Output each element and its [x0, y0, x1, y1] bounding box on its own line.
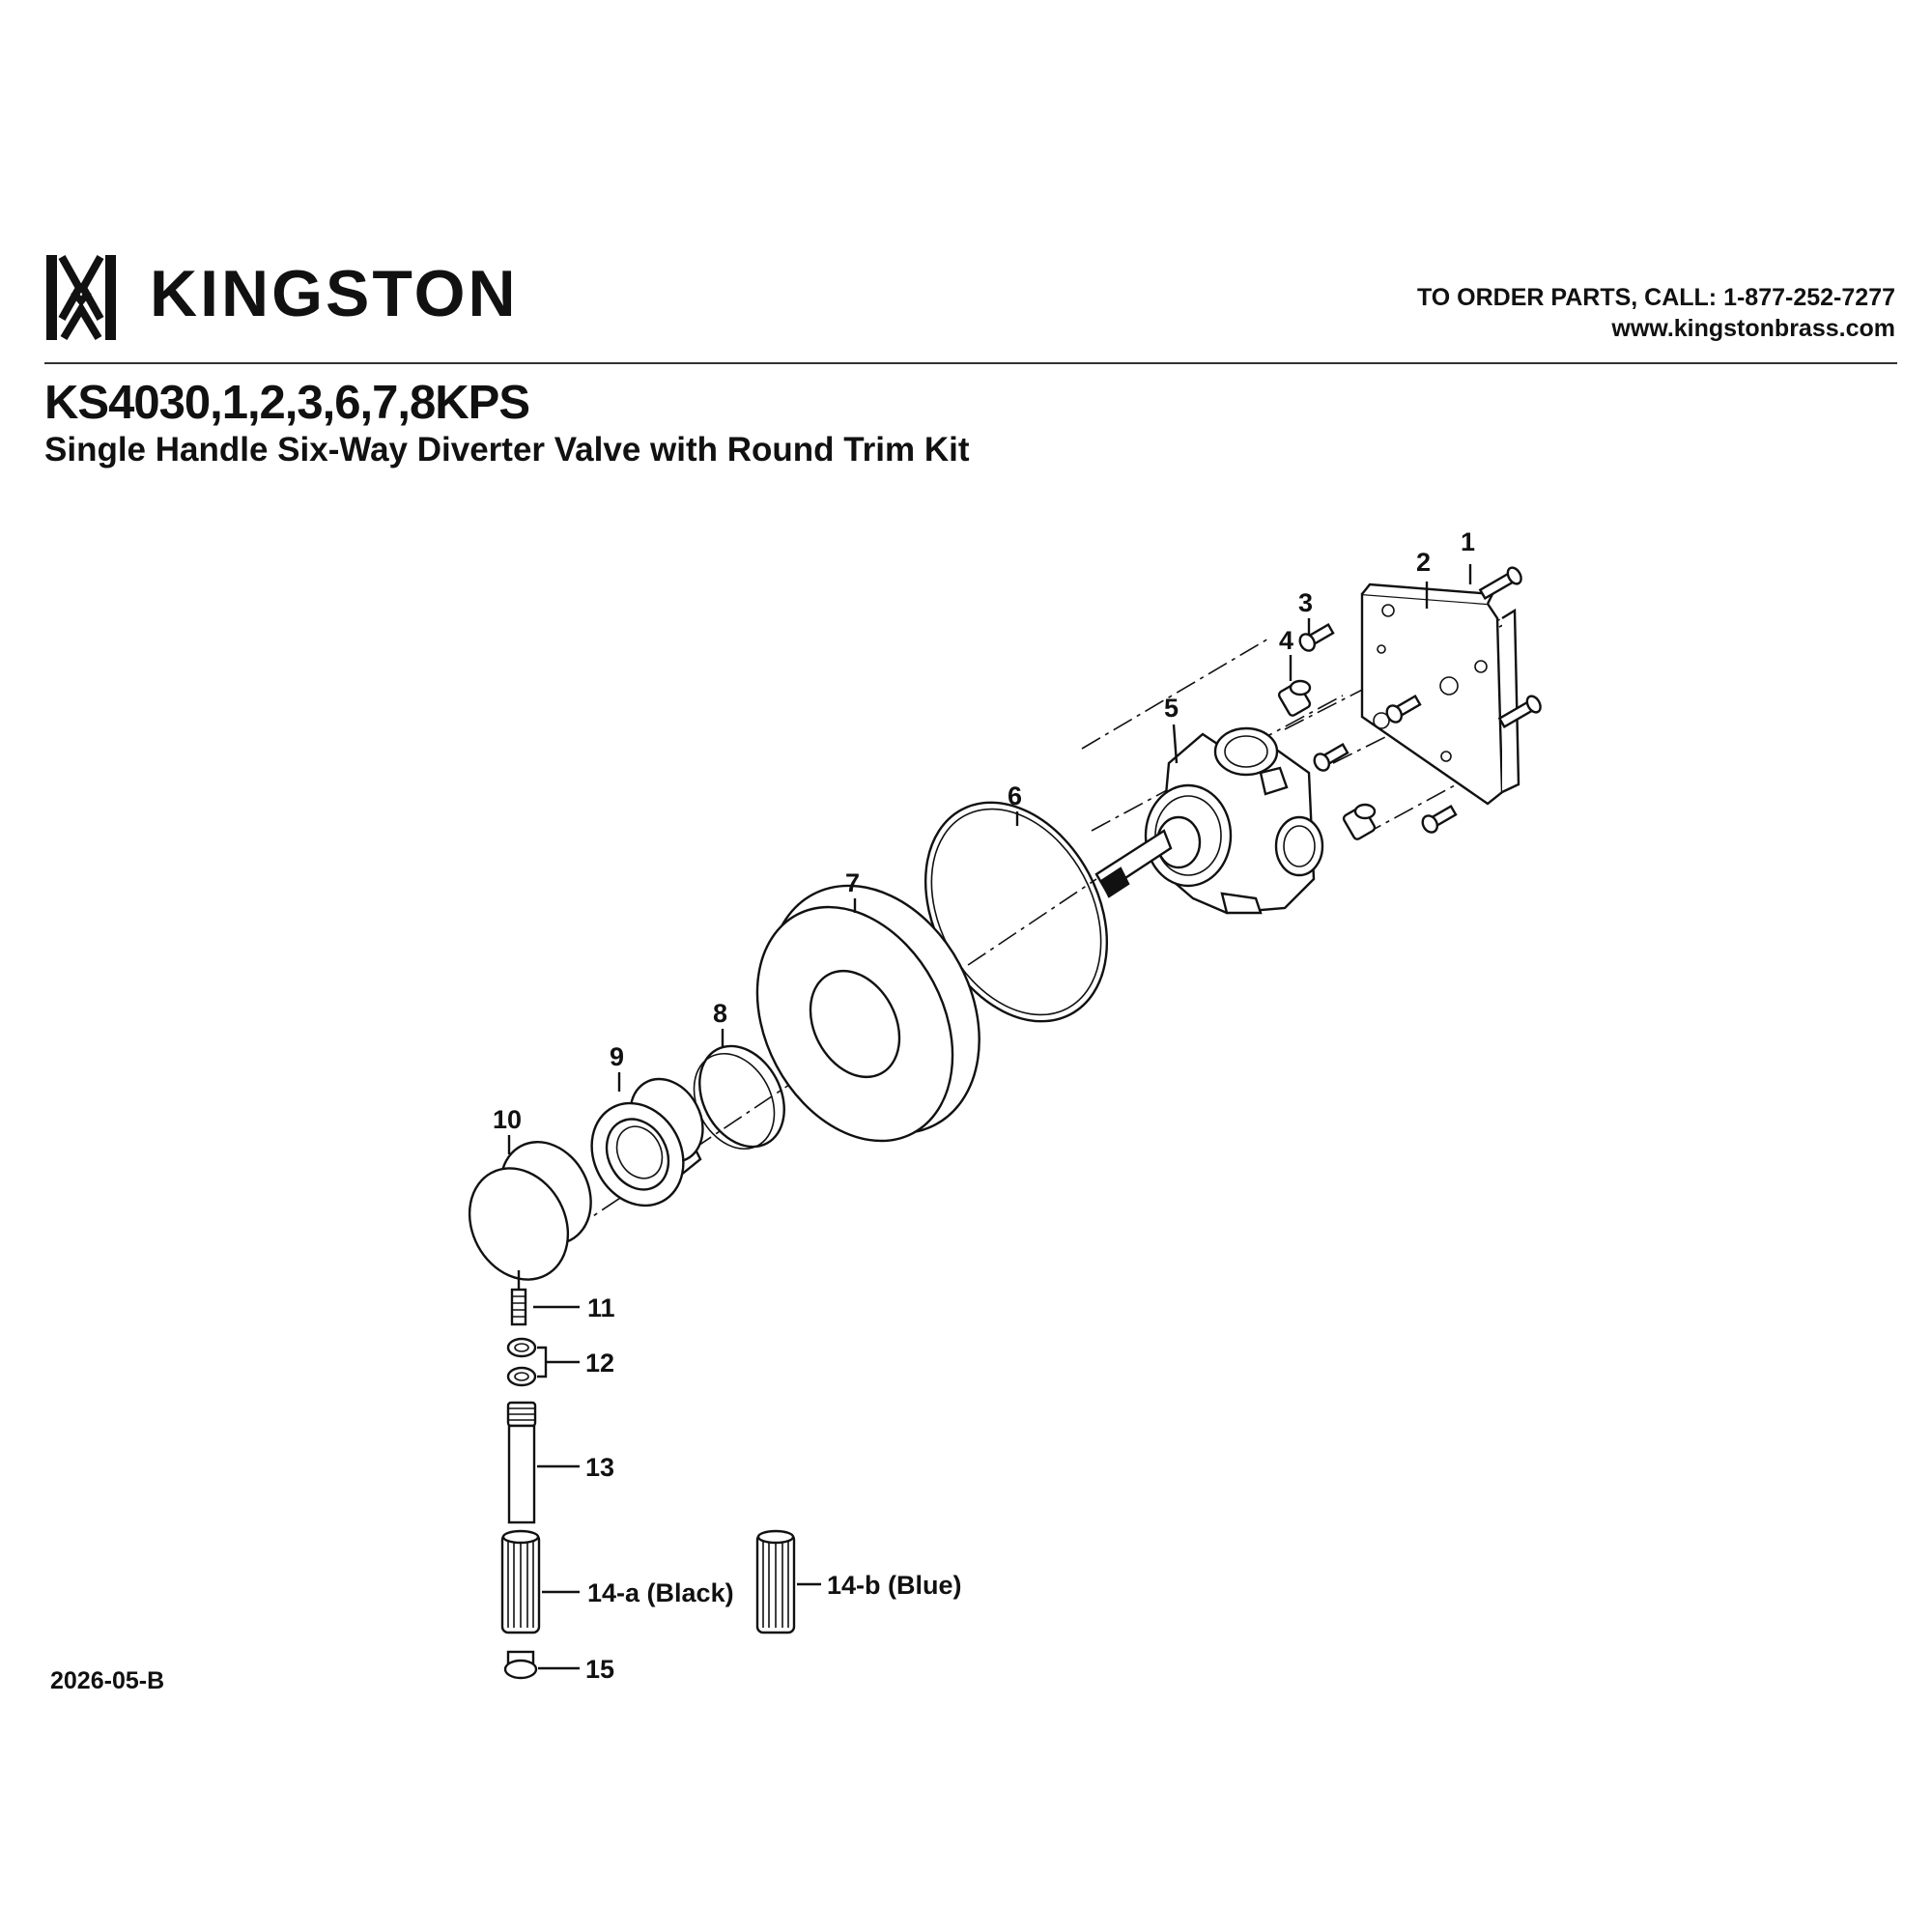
part-label-11: 11 — [587, 1293, 615, 1322]
grip-blue — [755, 1529, 796, 1634]
valve-body — [1094, 726, 1324, 915]
part-label-14a: 14-a (Black) — [587, 1578, 734, 1607]
part-label-2: 2 — [1416, 548, 1431, 577]
escutcheon-plate — [755, 884, 980, 1143]
part-label-3: 3 — [1298, 588, 1313, 617]
document-code: 2026-05-B — [50, 1667, 165, 1694]
kingston-logo-icon — [46, 255, 116, 341]
product-description: Single Handle Six-Way Diverter Valve wit… — [44, 431, 970, 469]
order-phone-line: TO ORDER PARTS, CALL: 1-877-252-7277 — [1416, 284, 1895, 311]
part-label-13: 13 — [585, 1453, 614, 1482]
part-label-1: 1 — [1461, 527, 1475, 556]
part-label-15: 15 — [585, 1655, 614, 1684]
grip-black — [500, 1529, 541, 1634]
mounting-plate — [1360, 582, 1520, 806]
part-label-7: 7 — [845, 868, 860, 897]
handle-sleeve — [590, 1077, 704, 1208]
model-number: KS4030,1,2,3,6,7,8KPS — [44, 377, 530, 429]
part-label-12: 12 — [585, 1349, 614, 1378]
cap-nut — [503, 1650, 538, 1680]
screw-parts — [1298, 566, 1542, 834]
washers — [506, 1337, 537, 1387]
handle-cap — [468, 1141, 592, 1281]
website-link[interactable]: www.kingstonbrass.com — [1611, 315, 1895, 342]
part-label-10: 10 — [493, 1105, 522, 1134]
brand-name: KINGSTON — [150, 257, 519, 330]
set-screw — [510, 1270, 527, 1326]
part-label-4: 4 — [1279, 626, 1293, 655]
spacer-parts — [1277, 679, 1377, 840]
stem-extension — [506, 1401, 537, 1524]
header-divider — [44, 362, 1897, 364]
leader-lines — [507, 564, 1472, 1670]
part-label-5: 5 — [1164, 694, 1179, 723]
part-label-8: 8 — [713, 999, 727, 1028]
part-label-9: 9 — [610, 1042, 624, 1071]
part-label-6: 6 — [1008, 781, 1022, 810]
part-label-14b: 14-b (Blue) — [827, 1571, 962, 1600]
